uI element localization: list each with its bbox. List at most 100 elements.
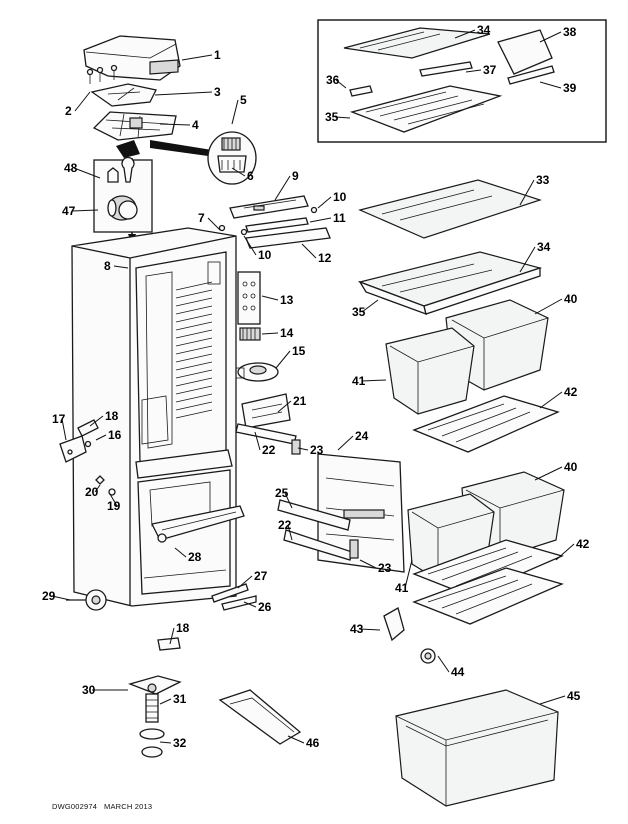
leader-line-36: [335, 79, 347, 89]
callout-47: 47: [62, 204, 76, 218]
drawing-date: MARCH 2013: [104, 802, 153, 811]
leader-line-14: [261, 332, 279, 335]
callout-9: 9: [292, 169, 299, 183]
part-15-fan: [235, 362, 279, 382]
leader-line-18: [89, 415, 104, 427]
callout-4: 4: [192, 118, 199, 132]
leader-line-3: [154, 91, 213, 96]
callout-2: 2: [65, 104, 72, 118]
part-26-27-clips: [211, 583, 257, 611]
leader-line-35b: [361, 299, 379, 313]
leader-line-48: [73, 167, 101, 179]
leader-line-41b: [404, 559, 413, 589]
callout-44: 44: [451, 665, 465, 679]
part-4-base-plate: [92, 111, 177, 141]
callout-32: 32: [173, 736, 187, 750]
part-25-rail: [277, 499, 359, 561]
part-46-door-bin: [218, 689, 302, 745]
callout-39: 39: [563, 81, 577, 95]
callout-19: 19: [107, 499, 121, 513]
callout-35b: 35: [352, 305, 366, 319]
leader-line-23b: [359, 559, 377, 569]
leader-line-38: [539, 31, 562, 43]
callout-26: 26: [258, 600, 272, 614]
leader-line-26: [243, 601, 257, 608]
callout-27: 27: [254, 569, 268, 583]
callout-40: 40: [564, 292, 578, 306]
callout-12: 12: [318, 251, 332, 265]
part-30-32-leg-assembly: [127, 637, 182, 758]
part-24-freezer-door-panel: [317, 453, 405, 573]
callout-34: 34: [477, 23, 491, 37]
leader-line-42b: [555, 543, 575, 561]
callout-48: 48: [64, 161, 78, 175]
callout-35: 35: [325, 110, 339, 124]
leader-line-43: [359, 628, 381, 631]
callout-36: 36: [326, 73, 340, 87]
leader-line-19: [109, 493, 118, 507]
callout-37: 37: [483, 63, 497, 77]
callout-17: 17: [52, 412, 66, 426]
callout-5: 5: [240, 93, 247, 107]
leader-line-39: [539, 81, 562, 89]
leader-line-27: [237, 575, 253, 589]
part-2-screws: [86, 64, 118, 84]
callout-31: 31: [173, 692, 187, 706]
leader-line-42: [539, 391, 563, 409]
leader-line-41: [361, 379, 387, 382]
leader-line-15: [275, 350, 291, 369]
callout-46: 46: [306, 736, 320, 750]
callout-38: 38: [563, 25, 577, 39]
leader-line-34b: [519, 246, 536, 273]
part-47-48-box: [93, 156, 153, 233]
part-34-35-glass-shelf: [357, 251, 543, 316]
leader-line-18b: [169, 627, 175, 645]
callout-16: 16: [108, 428, 122, 442]
part-41-crisper-upper: [385, 327, 475, 415]
cabinet: [71, 227, 237, 607]
leader-line-33: [519, 179, 535, 206]
evaporator-ribs: [175, 261, 221, 419]
leader-line-16: [95, 434, 107, 441]
leader-line-34: [454, 29, 476, 39]
leader-line-13: [261, 295, 279, 301]
boxed-shelf-group: [317, 19, 607, 143]
callout-1: 1: [214, 48, 221, 62]
callout-3: 3: [214, 85, 221, 99]
callout-29: 29: [42, 589, 56, 603]
callout-22: 22: [262, 443, 276, 457]
callout-28: 28: [188, 550, 202, 564]
leader-line-11: [309, 217, 332, 223]
leader-line-5: [231, 99, 239, 125]
leader-line-22: [254, 431, 261, 451]
leader-line-29: [51, 595, 71, 601]
callout-25: 25: [275, 486, 289, 500]
callout-42b: 42: [576, 537, 590, 551]
part-44-knob: [420, 648, 436, 664]
callout-24: 24: [355, 429, 369, 443]
callout-45: 45: [567, 689, 581, 703]
leader-line-9: [274, 175, 291, 201]
callout-34b: 34: [537, 240, 551, 254]
callout-18: 18: [105, 409, 119, 423]
callout-40b: 40: [564, 460, 578, 474]
part-22-rail: [235, 423, 301, 455]
callout-23b: 23: [378, 561, 392, 575]
callout-41: 41: [352, 374, 366, 388]
leader-line-45: [539, 695, 566, 705]
callout-6: 6: [247, 169, 254, 183]
callout-13: 13: [280, 293, 294, 307]
leader-line-40: [534, 298, 563, 315]
callout-41b: 41: [395, 581, 409, 595]
leader-line-25: [284, 492, 293, 509]
callout-23: 23: [310, 443, 324, 457]
callout-15: 15: [292, 344, 306, 358]
callout-42: 42: [564, 385, 578, 399]
leader-line-21: [277, 400, 292, 413]
leader-line-1: [181, 54, 213, 61]
leader-line-17: [61, 418, 67, 441]
leader-line-23: [297, 447, 309, 451]
leader-line-6: [231, 167, 246, 177]
